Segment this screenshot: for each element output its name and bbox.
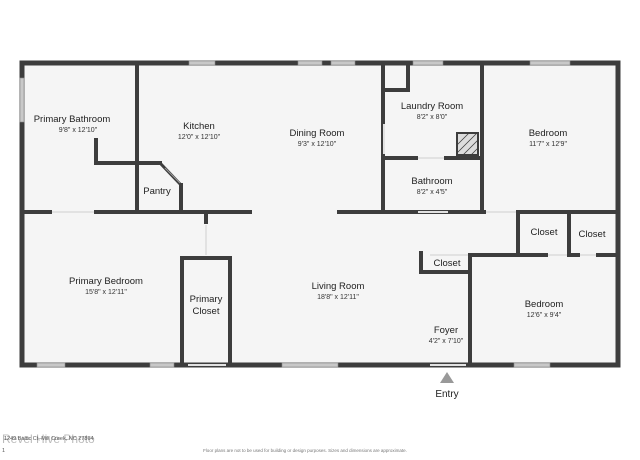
room-bathroom: Bathroom 8'2" x 4'5" xyxy=(411,176,452,196)
room-laundry-room: Laundry Room 8'2" x 8'0" xyxy=(401,101,463,121)
laundry-hatch xyxy=(456,132,479,156)
room-primary-bedroom: Primary Bedroom 15'8" x 12'11" xyxy=(69,276,143,296)
room-primary-bathroom: Primary Bathroom 9'8" x 12'10" xyxy=(34,114,111,134)
room-dimensions: 9'3" x 12'10" xyxy=(298,141,337,148)
room-closet-3-label: Closet xyxy=(434,258,461,269)
room-dimensions: 12'0" x 12'10" xyxy=(178,134,221,141)
pantry-door xyxy=(164,167,181,184)
room-name-line2: Closet xyxy=(193,306,220,317)
room-name: Primary Bathroom xyxy=(34,114,111,125)
room-bedroom-2: Bedroom 12'6" x 9'4" xyxy=(525,299,564,319)
footer-address: 1249 Baltic Ct, Mill Creek, NC 27864 xyxy=(4,436,94,442)
room-closet-2-label: Closet xyxy=(579,229,606,240)
room-name: Dining Room xyxy=(290,128,345,139)
footer-disclaimer: Floor plans are not to be used for build… xyxy=(203,448,407,453)
footer-page-number: 1 xyxy=(2,448,5,454)
entry-arrow-icon xyxy=(440,372,454,383)
windows xyxy=(19,60,571,368)
room-dimensions: 18'8" x 12'11" xyxy=(317,294,359,301)
room-dining-room: Dining Room 9'3" x 12'10" xyxy=(290,128,345,148)
room-name: Laundry Room xyxy=(401,101,463,112)
entry-label: Entry xyxy=(435,389,458,400)
room-name: Primary Bedroom xyxy=(69,276,143,287)
room-dimensions: 9'8" x 12'10" xyxy=(59,127,98,134)
room-foyer: Foyer 4'2" x 7'10" xyxy=(429,325,464,345)
room-name: Bedroom xyxy=(525,299,564,310)
room-dimensions: 11'7" x 12'9" xyxy=(529,141,567,148)
room-dimensions: 15'8" x 12'11" xyxy=(85,289,127,296)
door-openings xyxy=(52,124,596,366)
room-pantry-label: Pantry xyxy=(143,186,171,197)
room-living-room: Living Room 18'8" x 12'11" xyxy=(312,281,365,301)
room-dimensions: 4'2" x 7'10" xyxy=(429,338,464,345)
room-kitchen: Kitchen 12'0" x 12'10" xyxy=(178,121,221,141)
room-name: Foyer xyxy=(434,325,458,336)
room-name: Bedroom xyxy=(529,128,568,139)
room-name-line1: Primary xyxy=(190,294,223,305)
room-closet-1-label: Closet xyxy=(531,227,558,238)
room-dimensions: 12'6" x 9'4" xyxy=(527,312,562,319)
room-bedroom-1: Bedroom 11'7" x 12'9" xyxy=(529,128,568,148)
room-dimensions: 8'2" x 8'0" xyxy=(417,114,448,121)
room-name: Kitchen xyxy=(183,121,215,132)
watermark-text: Revel Hive Photo xyxy=(2,432,95,446)
room-primary-closet: Primary Closet xyxy=(190,294,223,317)
room-name: Living Room xyxy=(312,281,365,292)
room-dimensions: 8'2" x 4'5" xyxy=(417,189,448,196)
room-name: Bathroom xyxy=(411,176,452,187)
